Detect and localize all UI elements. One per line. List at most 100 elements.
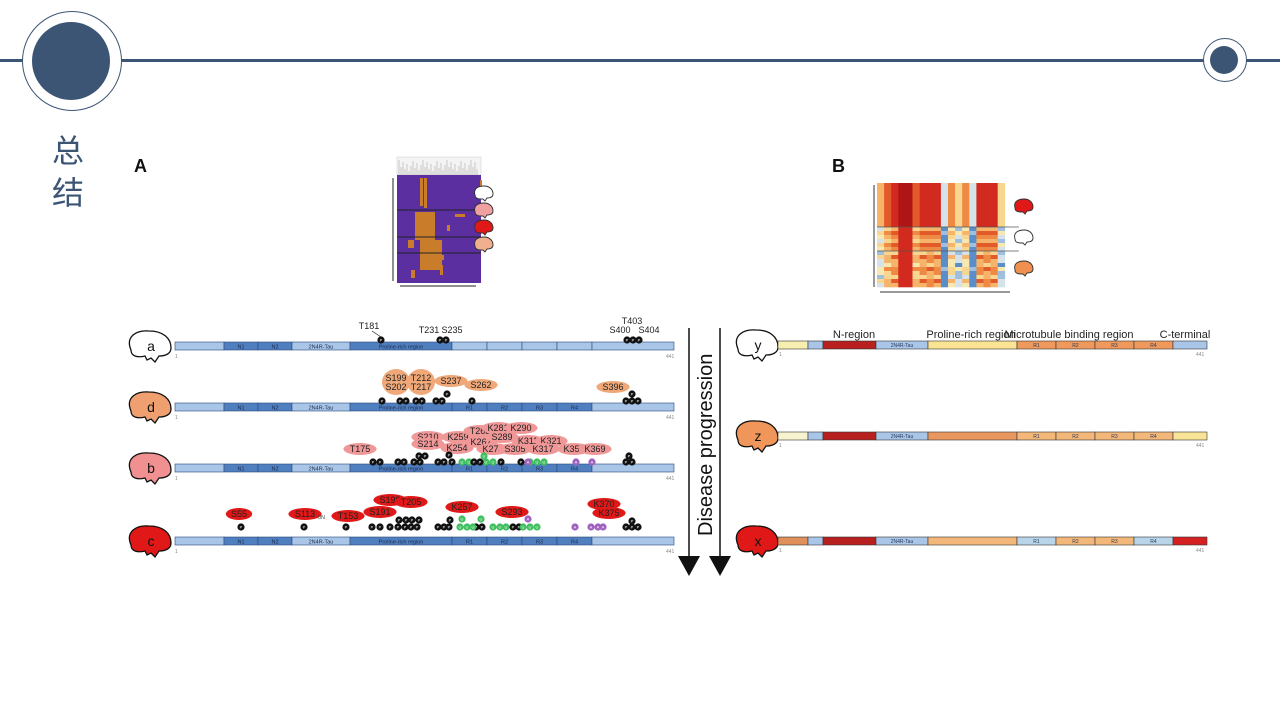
marker-letter: P	[379, 525, 382, 530]
heatmap-cell	[948, 259, 956, 264]
heatmap-cell	[905, 267, 913, 272]
marker-letter: P	[372, 460, 375, 465]
site-label: K369	[584, 444, 605, 454]
marker-letter: U	[505, 525, 508, 530]
heatmap-cell	[997, 223, 1006, 228]
heatmap-cell	[983, 219, 991, 224]
heatmap-cell	[940, 235, 949, 240]
marker-ubiquitin	[477, 515, 485, 523]
site-label: T217	[411, 382, 432, 392]
marker-phospho	[416, 458, 424, 466]
heatmap-cell	[919, 259, 927, 264]
marker-letter: U	[543, 460, 546, 465]
heatmap-cell	[948, 191, 956, 196]
heatmap-cell	[905, 271, 913, 276]
marker-phospho	[408, 516, 416, 524]
heatmap-cell	[898, 235, 906, 240]
region-segment-label: R4	[1150, 539, 1157, 545]
heatmap-cell	[480, 180, 482, 190]
site-label-bubble	[504, 422, 538, 434]
heatmap-cell	[990, 195, 998, 200]
heatmap-cell	[948, 187, 956, 192]
region-segment	[1172, 536, 1208, 546]
site-label-bubble	[578, 443, 612, 455]
region-segment	[1172, 431, 1208, 441]
marker-ubiquitin	[489, 523, 497, 531]
heatmap-cell	[891, 203, 899, 208]
marker-letter: P	[381, 399, 384, 404]
marker-phospho	[443, 390, 451, 398]
heatmap-cell	[877, 267, 885, 272]
heatmap-cell	[933, 239, 942, 244]
site-label-bubble	[363, 506, 397, 518]
marker-ubiquitin	[533, 458, 541, 466]
marker-ubiquitin	[533, 523, 541, 531]
marker-phospho	[440, 523, 448, 531]
heatmap-cell	[955, 259, 963, 264]
heatmap-cell	[877, 195, 885, 200]
heatmap-cell	[877, 259, 885, 264]
heatmap-cell	[962, 279, 970, 284]
marker-phospho	[434, 458, 442, 466]
heatmap-cell	[976, 227, 984, 232]
heatmap-cell	[926, 259, 935, 264]
heatmap-cell	[940, 207, 949, 212]
heatmap-cell	[905, 283, 913, 288]
heatmap-cell	[898, 243, 906, 248]
heatmap-cell	[976, 199, 984, 204]
heatmap-cell	[926, 231, 935, 236]
heatmap-cell	[884, 251, 892, 256]
heatmap-cell	[969, 279, 977, 284]
marker-letter: P	[240, 525, 243, 530]
heatmap-cell	[933, 283, 942, 288]
marker-phospho	[440, 458, 448, 466]
heatmap-cell	[962, 259, 970, 264]
heatmap-cell	[983, 239, 991, 244]
marker-phospho	[421, 452, 429, 460]
heatmap-cell	[990, 199, 998, 204]
heatmap-cell	[948, 195, 956, 200]
region-segment-label: R1	[1033, 343, 1040, 349]
heatmap-cell	[891, 243, 899, 248]
marker-ubiquitin	[502, 523, 510, 531]
region-segment	[822, 536, 877, 546]
heatmap-cell	[962, 283, 970, 288]
heatmap-cell	[877, 275, 885, 280]
heatmap-cell	[912, 263, 920, 268]
heatmap-cell	[905, 247, 913, 252]
heatmap-cell	[997, 191, 1006, 196]
marker-ubiquitin	[482, 458, 490, 466]
marker-letter: P	[437, 460, 440, 465]
marker-letter: P	[410, 525, 413, 530]
heatmap-cell	[997, 283, 1006, 288]
heatmap-cell	[877, 243, 885, 248]
brain-c-icon: c	[128, 525, 172, 559]
tau-start-label: 1	[175, 415, 178, 421]
heatmap-cell	[983, 247, 991, 252]
site-label: K370	[593, 499, 614, 509]
site-label: K353	[563, 444, 584, 454]
tau-domain-label: R3	[536, 467, 543, 473]
heatmap-cell	[955, 199, 963, 204]
region-segment	[822, 431, 877, 441]
marker-phospho	[342, 523, 350, 531]
brain-b-icon: b	[128, 452, 172, 486]
marker-phospho	[415, 516, 423, 524]
heatmap-cell	[926, 275, 935, 280]
heatmap-cell	[919, 231, 927, 236]
heatmap-cell	[926, 183, 935, 188]
heatmap-cell	[969, 231, 977, 236]
heatmap-cell	[919, 203, 927, 208]
marker-phospho	[400, 458, 408, 466]
isoform-note: 0N	[318, 515, 325, 521]
heatmap-cell	[997, 235, 1006, 240]
marker-letter: P	[398, 518, 401, 523]
heatmap-cell	[898, 215, 906, 220]
heatmap-cell	[940, 227, 949, 232]
tau-domain-segment	[556, 341, 593, 351]
heatmap-cell	[976, 243, 984, 248]
heatmap-cell	[969, 239, 977, 244]
region-segment-label: R3	[1111, 434, 1118, 440]
heatmap-cell	[891, 251, 899, 256]
